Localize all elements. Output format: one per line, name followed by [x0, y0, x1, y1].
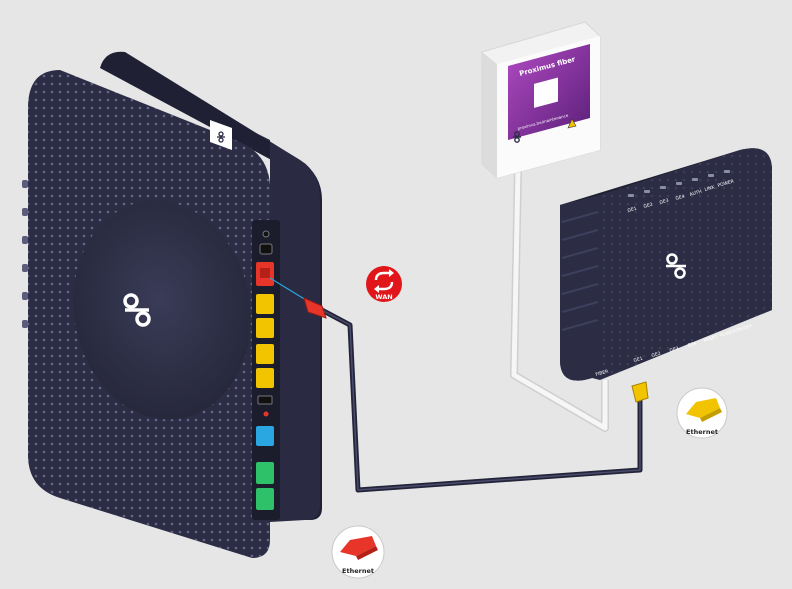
svg-text:GE4: GE4 — [675, 194, 686, 202]
qr-code-icon — [534, 77, 558, 108]
router-port-strip — [252, 220, 280, 520]
svg-text:POWER: POWER — [717, 179, 735, 189]
svg-text:GE1: GE1 — [627, 206, 638, 214]
ethernet-callout-right: Ethernet — [676, 387, 728, 439]
svg-text:POWER: POWER — [719, 329, 737, 339]
svg-text:GE2: GE2 — [651, 351, 662, 359]
router-top-tab — [210, 120, 232, 150]
svg-text:GE2: GE2 — [643, 202, 654, 210]
proximus-logo-icon — [666, 253, 686, 279]
ethernet-plug-icon — [631, 381, 649, 403]
lan-port-1 — [256, 294, 274, 314]
svg-text:GE1: GE1 — [633, 356, 644, 364]
svg-text:GE4: GE4 — [687, 341, 698, 349]
wan-sync-icon — [374, 269, 394, 293]
svg-text:RESET: RESET — [703, 334, 719, 344]
ethernet-cable-wan — [269, 277, 649, 493]
router-back-panel — [100, 51, 322, 522]
svg-text:ON/OFF: ON/OFF — [735, 323, 754, 334]
ethernet-label-left: Ethernet — [342, 567, 374, 575]
wan-badge: WAN — [366, 266, 402, 302]
ont-fiber-label: FIBER — [595, 369, 609, 378]
phone-port — [256, 426, 274, 446]
proximus-logo-icon — [217, 131, 225, 143]
reset-button — [263, 411, 269, 417]
router-center-disc — [73, 200, 251, 420]
green-port-2 — [256, 488, 274, 510]
power-switch — [262, 230, 270, 238]
svg-text:GE3: GE3 — [659, 198, 670, 206]
ethernet-callout-left: Ethernet — [331, 525, 385, 579]
svg-text:GE3: GE3 — [669, 346, 680, 354]
laser-warning-icon — [567, 118, 577, 129]
proximus-logo-icon — [123, 293, 151, 327]
lan-port-2 — [256, 318, 274, 338]
fiber-cable — [510, 167, 609, 432]
wan-badge-label: WAN — [375, 293, 392, 301]
power-port — [259, 243, 273, 255]
green-port-1 — [256, 462, 274, 484]
ethernet-label-right: Ethernet — [686, 428, 718, 436]
ethernet-plug-icon — [340, 536, 378, 560]
main-router — [22, 70, 270, 558]
fiber-wall-box: Proximus fiber proximus.be/maintenance — [481, 21, 601, 179]
ont-led-labels: GE1 GE2 GE3 GE4 AUTH LINK POWER — [627, 179, 735, 214]
svg-text:LINK: LINK — [704, 184, 716, 193]
usb-port — [257, 395, 273, 405]
ont-device: GE1 GE2 GE3 GE4 AUTH LINK POWER GE1 GE2 … — [560, 148, 772, 381]
ont-port-labels: GE1 GE2 GE3 GE4 RESET POWER ON/OFF FIBER — [595, 323, 754, 378]
lan-port-3 — [256, 344, 274, 364]
ethernet-plug-icon — [303, 297, 327, 319]
proximus-logo-icon — [513, 131, 521, 143]
ethernet-plug-icon — [686, 398, 722, 422]
lan-port-4 — [256, 368, 274, 388]
svg-text:AUTH: AUTH — [689, 189, 703, 198]
router-side-vents — [22, 180, 28, 328]
